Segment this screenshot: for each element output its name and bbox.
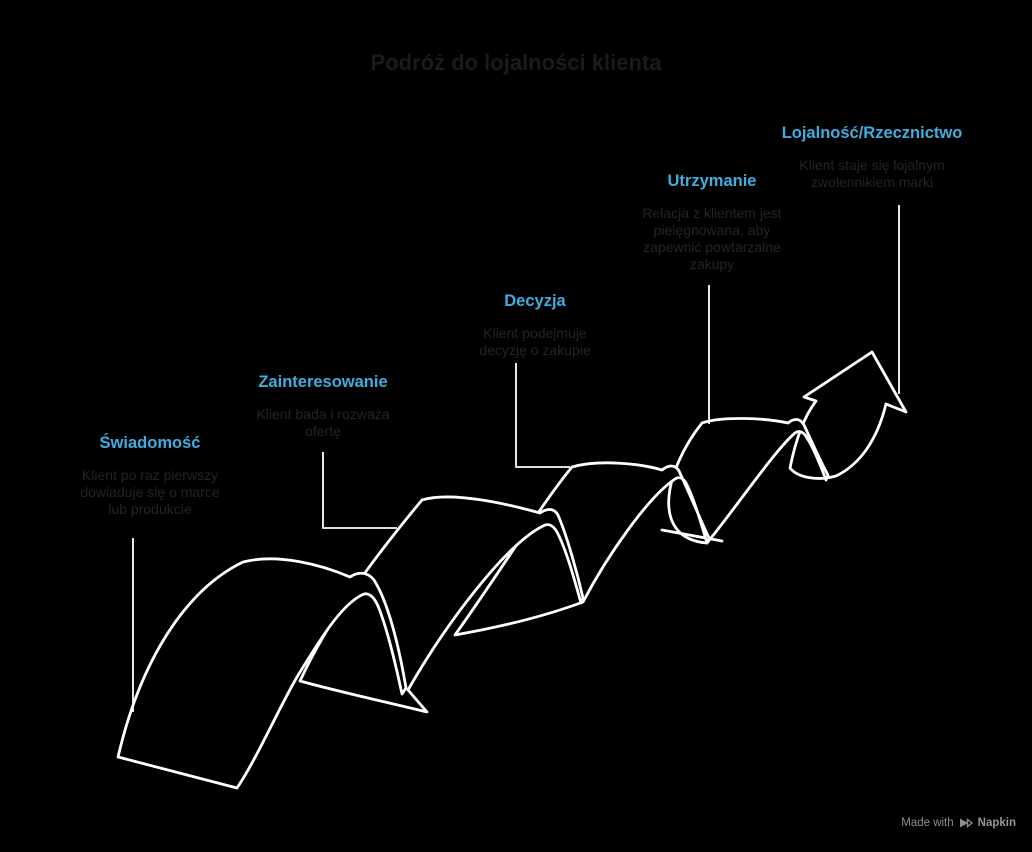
stage-decyzja-description: Klient podejmuje decyzję o zakupie [479,325,591,358]
stage-lojalnosc-description: Klient staje się lojalnym zwolennikiem m… [799,157,945,190]
stage-zainteresowanie-description: Klient bada i rozważa ofertę [256,406,390,439]
connector-zainteresowanie [322,452,397,529]
ribbon-hump-1 [116,557,408,790]
stage-swiadomosc-description: Klient po raz pierwszy dowiaduje się o m… [80,467,220,517]
stage-utrzymanie-title: Utrzymanie [667,172,757,190]
stage-decyzja-title: Decyzja [504,292,566,310]
ribbon-hump-4 [667,417,830,545]
napkin-brand-label: Napkin [977,817,1016,829]
ribbon-hump-3 [453,461,711,637]
stage-utrzymanie: Utrzymanie Relacja z klientem jest pielę… [642,171,781,273]
stage-lojalnosc: Lojalność/Rzecznictwo Klient staje się l… [782,123,963,191]
ribbon-hump-2 [298,495,585,714]
stage-swiadomosc-title: Świadomość [99,434,201,452]
stage-swiadomosc: Świadomość Klient po raz pierwszy dowiad… [80,433,219,518]
arrow-icon [788,350,908,480]
stage-utrzymanie-description: Relacja z klientem jest pielęgnowana, ab… [642,205,782,272]
stage-decyzja: Decyzja Klient podejmuje decyzję o zakup… [479,291,590,359]
made-with-label: Made with [901,817,954,829]
stage-lojalnosc-title: Lojalność/Rzecznictwo [781,124,963,142]
stage-zainteresowanie-title: Zainteresowanie [258,373,388,391]
napkin-logo-icon [959,818,973,828]
page-title: Podróż do lojalności klienta [370,50,662,75]
ribbon-foot-4 [660,528,724,543]
stage-zainteresowanie: Zainteresowanie Klient bada i rozważa of… [256,372,389,440]
connector-decyzja [515,363,570,468]
made-with-napkin-badge[interactable]: Made with Napkin [901,816,1016,830]
